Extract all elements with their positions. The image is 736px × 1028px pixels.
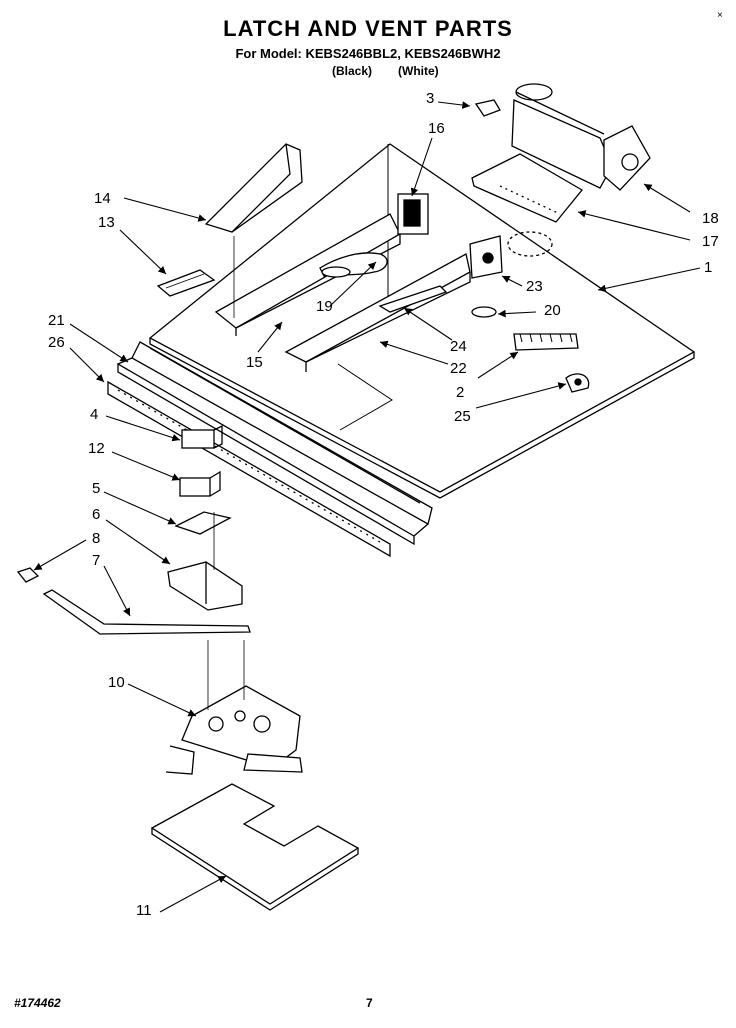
vent-bracket-part-23 — [469, 231, 553, 279]
callout-1: 1 — [704, 259, 713, 276]
callout-10: 10 — [108, 674, 125, 691]
fan-assembly-part-18 — [511, 83, 651, 191]
callout-14: 14 — [94, 190, 111, 207]
top-panel-part-1 — [148, 143, 696, 499]
page-title: LATCH AND VENT PARTS — [223, 16, 513, 41]
callout-11: 11 — [136, 902, 152, 919]
callout-6: 6 — [92, 506, 101, 523]
bracket-part-16 — [397, 193, 429, 235]
clip-part-3 — [474, 99, 501, 117]
corner-mark: × — [717, 10, 723, 21]
vent-hose-part-19 — [319, 252, 388, 278]
part-number: #174462 — [14, 996, 61, 1010]
vent-duct-part-22 — [284, 253, 471, 372]
variant-black: (Black) — [332, 64, 373, 78]
callout-2: 2 — [456, 384, 465, 401]
callout-19: 19 — [316, 298, 333, 315]
front-rail-part-21 — [116, 341, 433, 546]
callout-4: 4 — [90, 406, 99, 423]
callout-21: 21 — [48, 312, 65, 329]
callout-15: 15 — [246, 354, 263, 371]
deflector-part-14 — [204, 143, 303, 233]
callout-24: 24 — [450, 338, 467, 355]
callout-26: 26 — [48, 334, 65, 351]
rail-strip-part-26 — [107, 380, 391, 558]
cable-clamp-part-25 — [565, 373, 590, 393]
switch-part-12 — [179, 470, 221, 497]
knob-part-8 — [16, 567, 40, 583]
page-number: 7 — [366, 996, 373, 1010]
bottom-panel-part-11 — [150, 783, 360, 911]
callout-7: 7 — [92, 552, 101, 569]
callout-18: 18 — [702, 210, 719, 227]
bracket-part-6 — [167, 561, 243, 611]
callout-20: 20 — [544, 302, 561, 319]
callout-23: 23 — [526, 278, 543, 295]
callout-12: 12 — [88, 440, 105, 457]
callout-3: 3 — [426, 90, 435, 107]
switch-part-4 — [181, 424, 223, 449]
callout-8: 8 — [92, 530, 101, 547]
terminal-block-part-2 — [513, 333, 579, 351]
filter-part-13 — [156, 269, 216, 297]
fan-bracket-part-17 — [471, 153, 583, 223]
callout-17: 17 — [702, 233, 719, 250]
callout-5: 5 — [92, 480, 101, 497]
callout-16: 16 — [428, 120, 445, 137]
latch-rod-part-7 — [42, 589, 251, 635]
washer-part-20 — [471, 306, 497, 318]
callout-22: 22 — [450, 360, 467, 377]
callout-13: 13 — [98, 214, 115, 231]
seal-part-24 — [378, 285, 448, 313]
insulator-part-5 — [174, 511, 232, 535]
variant-white: (White) — [398, 64, 439, 78]
callout-25: 25 — [454, 408, 471, 425]
latch-assembly-part-10 — [165, 685, 303, 775]
model-line: For Model: KEBS246BBL2, KEBS246BWH2 — [235, 46, 501, 61]
